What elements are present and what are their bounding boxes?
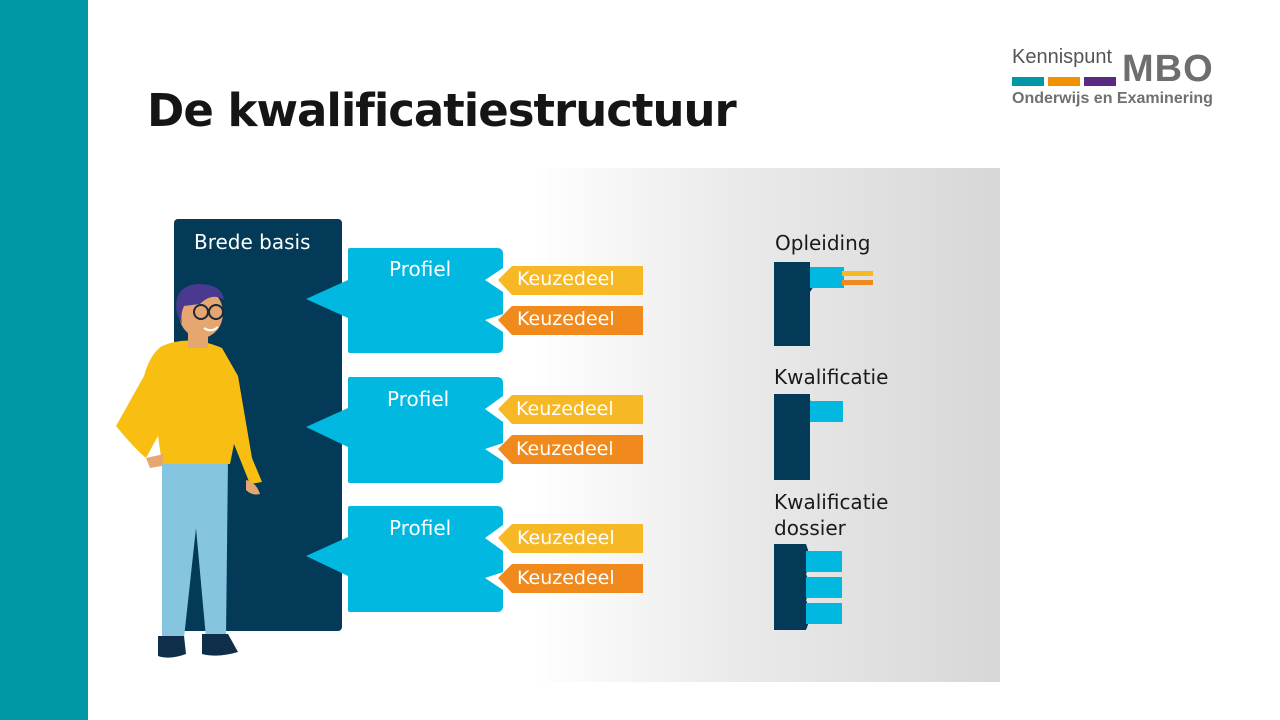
logo-stripe-teal (1012, 77, 1044, 86)
elective-label-1a: Keuzedeel (517, 268, 615, 290)
qualification-structure-diagram: Brede basis Profiel Keuzedeel Keuzedeel … (100, 168, 1000, 682)
legend-icon-kwalificatie (774, 394, 843, 480)
side-accent-bar (0, 0, 88, 720)
profile-label-2: Profiel (387, 387, 450, 411)
logo-stripe-orange (1048, 77, 1080, 86)
legend-icon-opleiding (774, 262, 873, 346)
profile-block-1 (306, 248, 503, 353)
legend-label-kwalificatie: Kwalificatie (774, 365, 889, 389)
logo-stripe-purple (1084, 77, 1116, 86)
elective-label-2b: Keuzedeel (516, 438, 614, 460)
elective-block-2a (498, 395, 643, 424)
elective-label-1b: Keuzedeel (517, 308, 615, 330)
profile-label-3: Profiel (389, 516, 452, 540)
elective-label-3a: Keuzedeel (517, 527, 615, 549)
logo-mbo-text: MBO (1122, 48, 1214, 90)
person-illustration (116, 284, 262, 658)
elective-block-1a (498, 266, 643, 295)
elective-label-3b: Keuzedeel (517, 567, 615, 589)
elective-block-3b (498, 564, 643, 593)
legend-label-kwalificatiedossier-line1: Kwalificatie (774, 490, 889, 514)
base-label: Brede basis (194, 230, 311, 254)
elective-block-2b (498, 435, 643, 464)
legend-icon-kwalificatiedossier (774, 544, 842, 630)
profile-block-2 (306, 377, 503, 483)
elective-label-2a: Keuzedeel (516, 398, 614, 420)
elective-block-1b (498, 306, 643, 335)
profile-label-1: Profiel (389, 257, 452, 281)
elective-block-3a (498, 524, 643, 553)
diagram-shapes (116, 219, 873, 658)
slide-title: De kwalificatiestructuur (147, 84, 737, 137)
profile-block-3 (306, 506, 503, 612)
logo-color-stripes (1012, 77, 1116, 86)
legend-label-opleiding: Opleiding (775, 231, 871, 255)
kennispunt-mbo-logo: Kennispunt MBO Onderwijs en Examinering (1010, 46, 1225, 110)
logo-kennispunt-text: Kennispunt (1012, 46, 1113, 68)
legend-label-kwalificatiedossier-line2: dossier (774, 516, 846, 540)
logo-subtitle: Onderwijs en Examinering (1012, 90, 1213, 107)
